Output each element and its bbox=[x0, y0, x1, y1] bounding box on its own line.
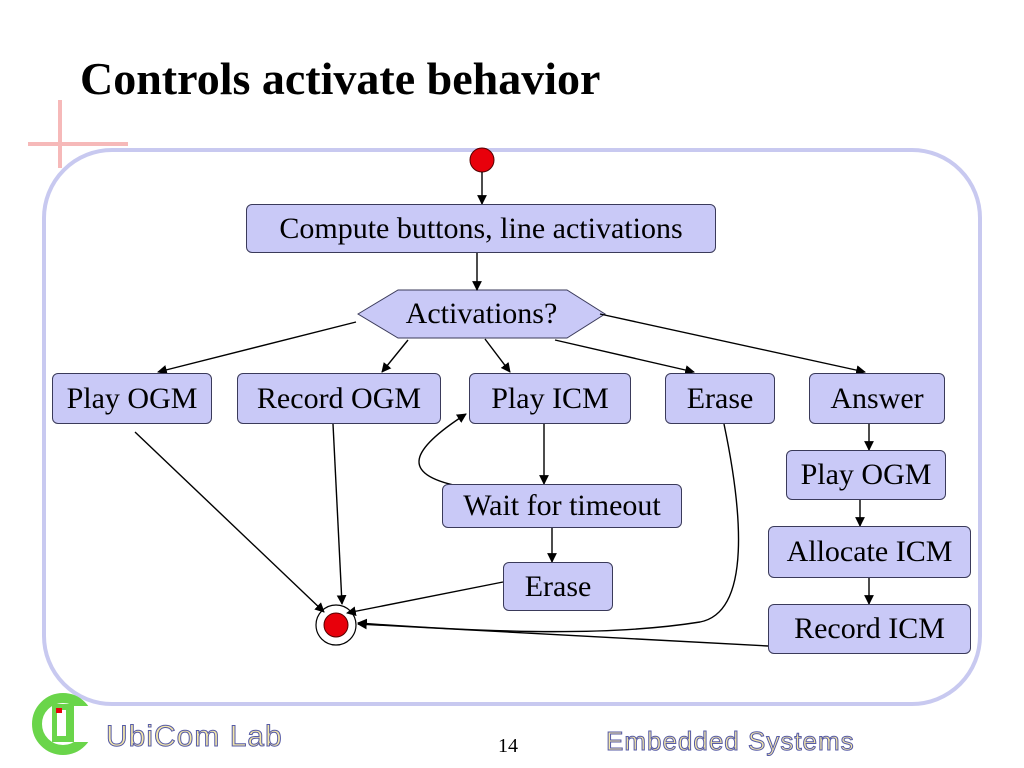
decorative-cross-icon bbox=[28, 100, 128, 168]
node-allocate-icm: Allocate ICM bbox=[768, 526, 971, 578]
edge-recordicm-final bbox=[357, 619, 769, 647]
decision-hexagon bbox=[357, 289, 606, 339]
node-play-ogm: Play OGM bbox=[52, 373, 212, 424]
edge-decision-playicm bbox=[484, 338, 511, 373]
ubicom-logo-icon bbox=[32, 693, 94, 755]
node-compute: Compute buttons, line activations bbox=[246, 204, 716, 253]
edge-decision-answer bbox=[599, 313, 866, 375]
page-number: 14 bbox=[498, 735, 518, 757]
node-erase-top: Erase bbox=[665, 373, 775, 424]
footer-course-name: Embedded Systems bbox=[606, 726, 855, 756]
final-state-dot bbox=[323, 612, 349, 638]
edge-decision-recordogm bbox=[381, 339, 409, 373]
node-wait-timeout: Wait for timeout bbox=[442, 484, 682, 528]
edge-playogm-final bbox=[134, 431, 325, 613]
edge-recordogm-final bbox=[332, 423, 347, 605]
initial-state bbox=[469, 147, 495, 173]
diagram-frame bbox=[42, 148, 982, 706]
node-erase-bottom: Erase bbox=[503, 562, 613, 611]
edge-erase-final bbox=[346, 581, 504, 617]
edge-decision-playogm bbox=[157, 321, 357, 375]
node-answer-play-ogm: Play OGM bbox=[786, 450, 946, 500]
footer-lab-name: UbiCom Lab bbox=[106, 720, 283, 753]
node-record-icm: Record ICM bbox=[768, 604, 971, 654]
node-record-ogm: Record OGM bbox=[237, 373, 441, 424]
node-answer: Answer bbox=[809, 373, 945, 424]
edge-wait-playicm-loop bbox=[418, 413, 467, 487]
node-play-icm: Play ICM bbox=[469, 373, 631, 424]
decision-label: Activations? bbox=[405, 297, 558, 330]
slide-title: Controls activate behavior bbox=[80, 53, 601, 104]
edge-decision-erase bbox=[554, 339, 695, 375]
